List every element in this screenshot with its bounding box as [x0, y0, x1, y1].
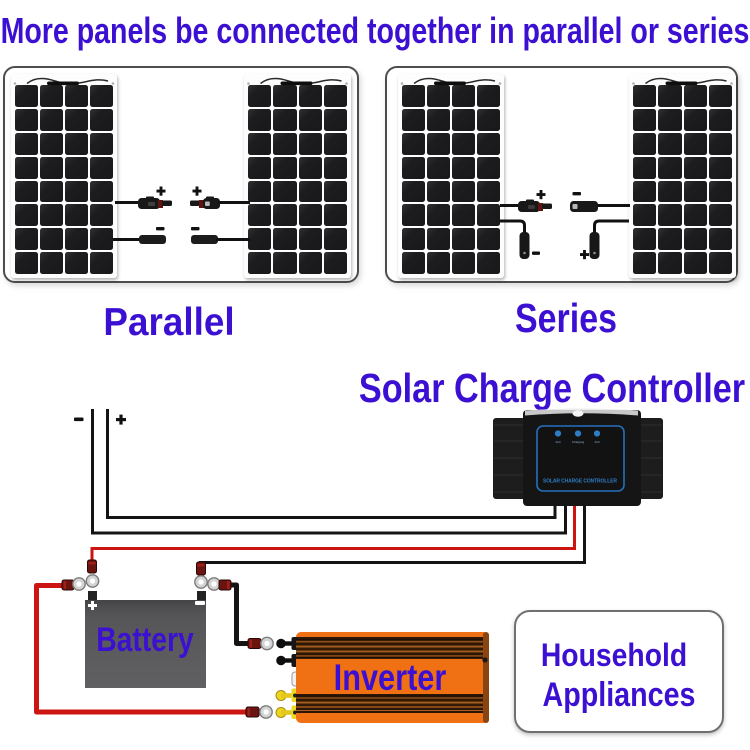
svg-text:Full: Full — [595, 440, 600, 444]
svg-text:SOLAR CHARGE CONTROLLER: SOLAR CHARGE CONTROLLER — [543, 479, 617, 485]
svg-text:Charging: Charging — [572, 440, 585, 444]
svg-text:Full: Full — [556, 440, 561, 444]
